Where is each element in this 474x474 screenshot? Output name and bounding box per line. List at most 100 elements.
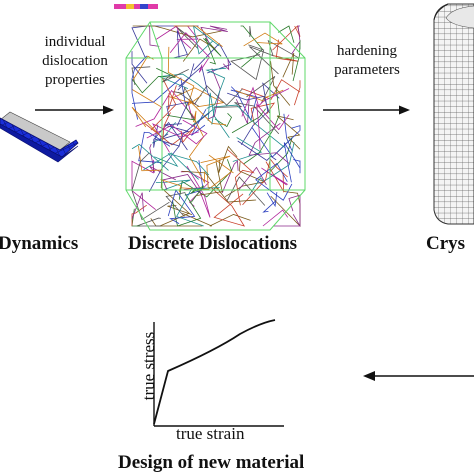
dislocation-line — [262, 209, 289, 227]
dislocation-line — [273, 39, 299, 62]
dislocation-line — [167, 189, 196, 224]
dislocation-line — [196, 161, 223, 196]
dislocation-line — [148, 138, 180, 193]
dislocation-line — [158, 123, 190, 141]
dislocation-line — [227, 92, 270, 114]
dislocation-line — [249, 25, 252, 37]
dislocation-line — [176, 25, 199, 40]
left-arrow-line-1: individual — [44, 34, 106, 50]
dislocation-line — [173, 25, 223, 48]
dislocation-line — [177, 63, 195, 91]
dislocation-line — [282, 52, 295, 78]
dislocation-line — [169, 32, 210, 73]
dislocation-line — [138, 145, 163, 172]
dislocation-line — [266, 191, 278, 208]
dislocation-line — [242, 158, 288, 206]
dislocation-line — [211, 187, 246, 227]
dislocation-line — [131, 204, 147, 226]
dislocation-line — [208, 68, 221, 120]
dislocation-line — [187, 101, 196, 120]
dislocation-line — [138, 131, 171, 164]
dislocation-line — [213, 102, 280, 135]
dislocation-line — [256, 103, 290, 150]
dislocation-line — [149, 25, 160, 47]
dislocation-line — [240, 25, 264, 68]
dislocation-line — [131, 25, 199, 58]
right-arrow-line-1: hardening — [337, 43, 397, 59]
dislocation-line — [248, 122, 290, 164]
dislocation-line — [190, 185, 205, 203]
dislocation-line — [178, 159, 233, 200]
dislocation-line — [178, 65, 211, 97]
dislocation-line — [251, 125, 301, 158]
right-arrow-text: hardening parameters — [322, 42, 412, 80]
dislocation-line — [294, 80, 301, 106]
dislocation-line — [150, 218, 203, 227]
dislocation-line — [152, 123, 200, 153]
dislocation-line — [191, 109, 207, 136]
dislocation-line — [155, 25, 192, 49]
dislocation-line — [155, 179, 191, 191]
dislocation-line — [178, 112, 210, 148]
dislocation-line — [166, 101, 189, 127]
dislocation-line — [180, 171, 210, 207]
dislocation-line — [131, 192, 144, 219]
dislocation-line — [162, 68, 189, 83]
dislocation-line — [181, 154, 234, 190]
dislocation-line — [131, 55, 162, 108]
dislocation-line — [292, 40, 301, 82]
dislocation-line — [214, 113, 232, 128]
dislocation-line — [131, 51, 148, 84]
dislocation-line — [237, 140, 277, 161]
dislocation-line — [200, 25, 228, 45]
dislocation-line — [193, 110, 197, 130]
dislocation-line — [153, 121, 188, 151]
dislocation-line — [226, 148, 255, 206]
dislocation-line — [174, 25, 199, 49]
stage-label-discrete-dislocations: Discrete Dislocations — [128, 233, 298, 254]
dislocation-line — [165, 192, 186, 217]
plot-ylabel: true stress — [139, 331, 158, 401]
plot-xlabel: true strain — [176, 424, 245, 443]
stage-label-design: Design of new material — [118, 452, 305, 473]
dislocation-line — [152, 122, 176, 144]
dislocation-line — [182, 38, 216, 62]
dislocation-line — [278, 25, 295, 43]
dislocation-line — [158, 73, 207, 92]
dislocation-line — [184, 160, 204, 196]
dislocation-line — [162, 174, 203, 196]
dislocation-line — [172, 193, 202, 227]
dislocation-line — [246, 76, 276, 104]
dislocation-line — [132, 25, 222, 38]
dislocation-line — [283, 113, 293, 151]
dislocation-line — [177, 85, 243, 106]
dislocation-line — [269, 137, 293, 173]
dislocation-line — [167, 46, 202, 106]
dislocation-line — [168, 85, 177, 110]
dislocation-line — [131, 208, 141, 227]
dislocation-line — [191, 107, 216, 127]
dislocation-line — [182, 212, 251, 227]
dislocation-line — [224, 161, 266, 198]
dislocation-line — [131, 106, 160, 136]
dislocation-line — [232, 137, 263, 162]
dislocation-line — [205, 67, 227, 109]
dislocation-line — [176, 187, 220, 227]
dislocation-line — [241, 79, 301, 100]
dislocation-line — [173, 86, 200, 107]
dislocation-line — [248, 142, 295, 196]
dislocation-line — [261, 167, 288, 186]
dislocation-line — [150, 77, 177, 131]
dislocation-line — [131, 55, 148, 120]
dislocation-line — [272, 25, 301, 51]
dislocation-line — [131, 152, 170, 221]
dislocation-line — [243, 86, 280, 165]
dislocation-line — [136, 217, 162, 227]
dislocation-line — [237, 166, 267, 192]
dislocation-line — [249, 39, 299, 75]
dislocation-line — [235, 98, 250, 124]
dislocation-line — [154, 152, 210, 176]
dislocation-line — [162, 112, 171, 141]
dislocation-line — [230, 86, 258, 122]
dislocation-line — [131, 159, 156, 210]
